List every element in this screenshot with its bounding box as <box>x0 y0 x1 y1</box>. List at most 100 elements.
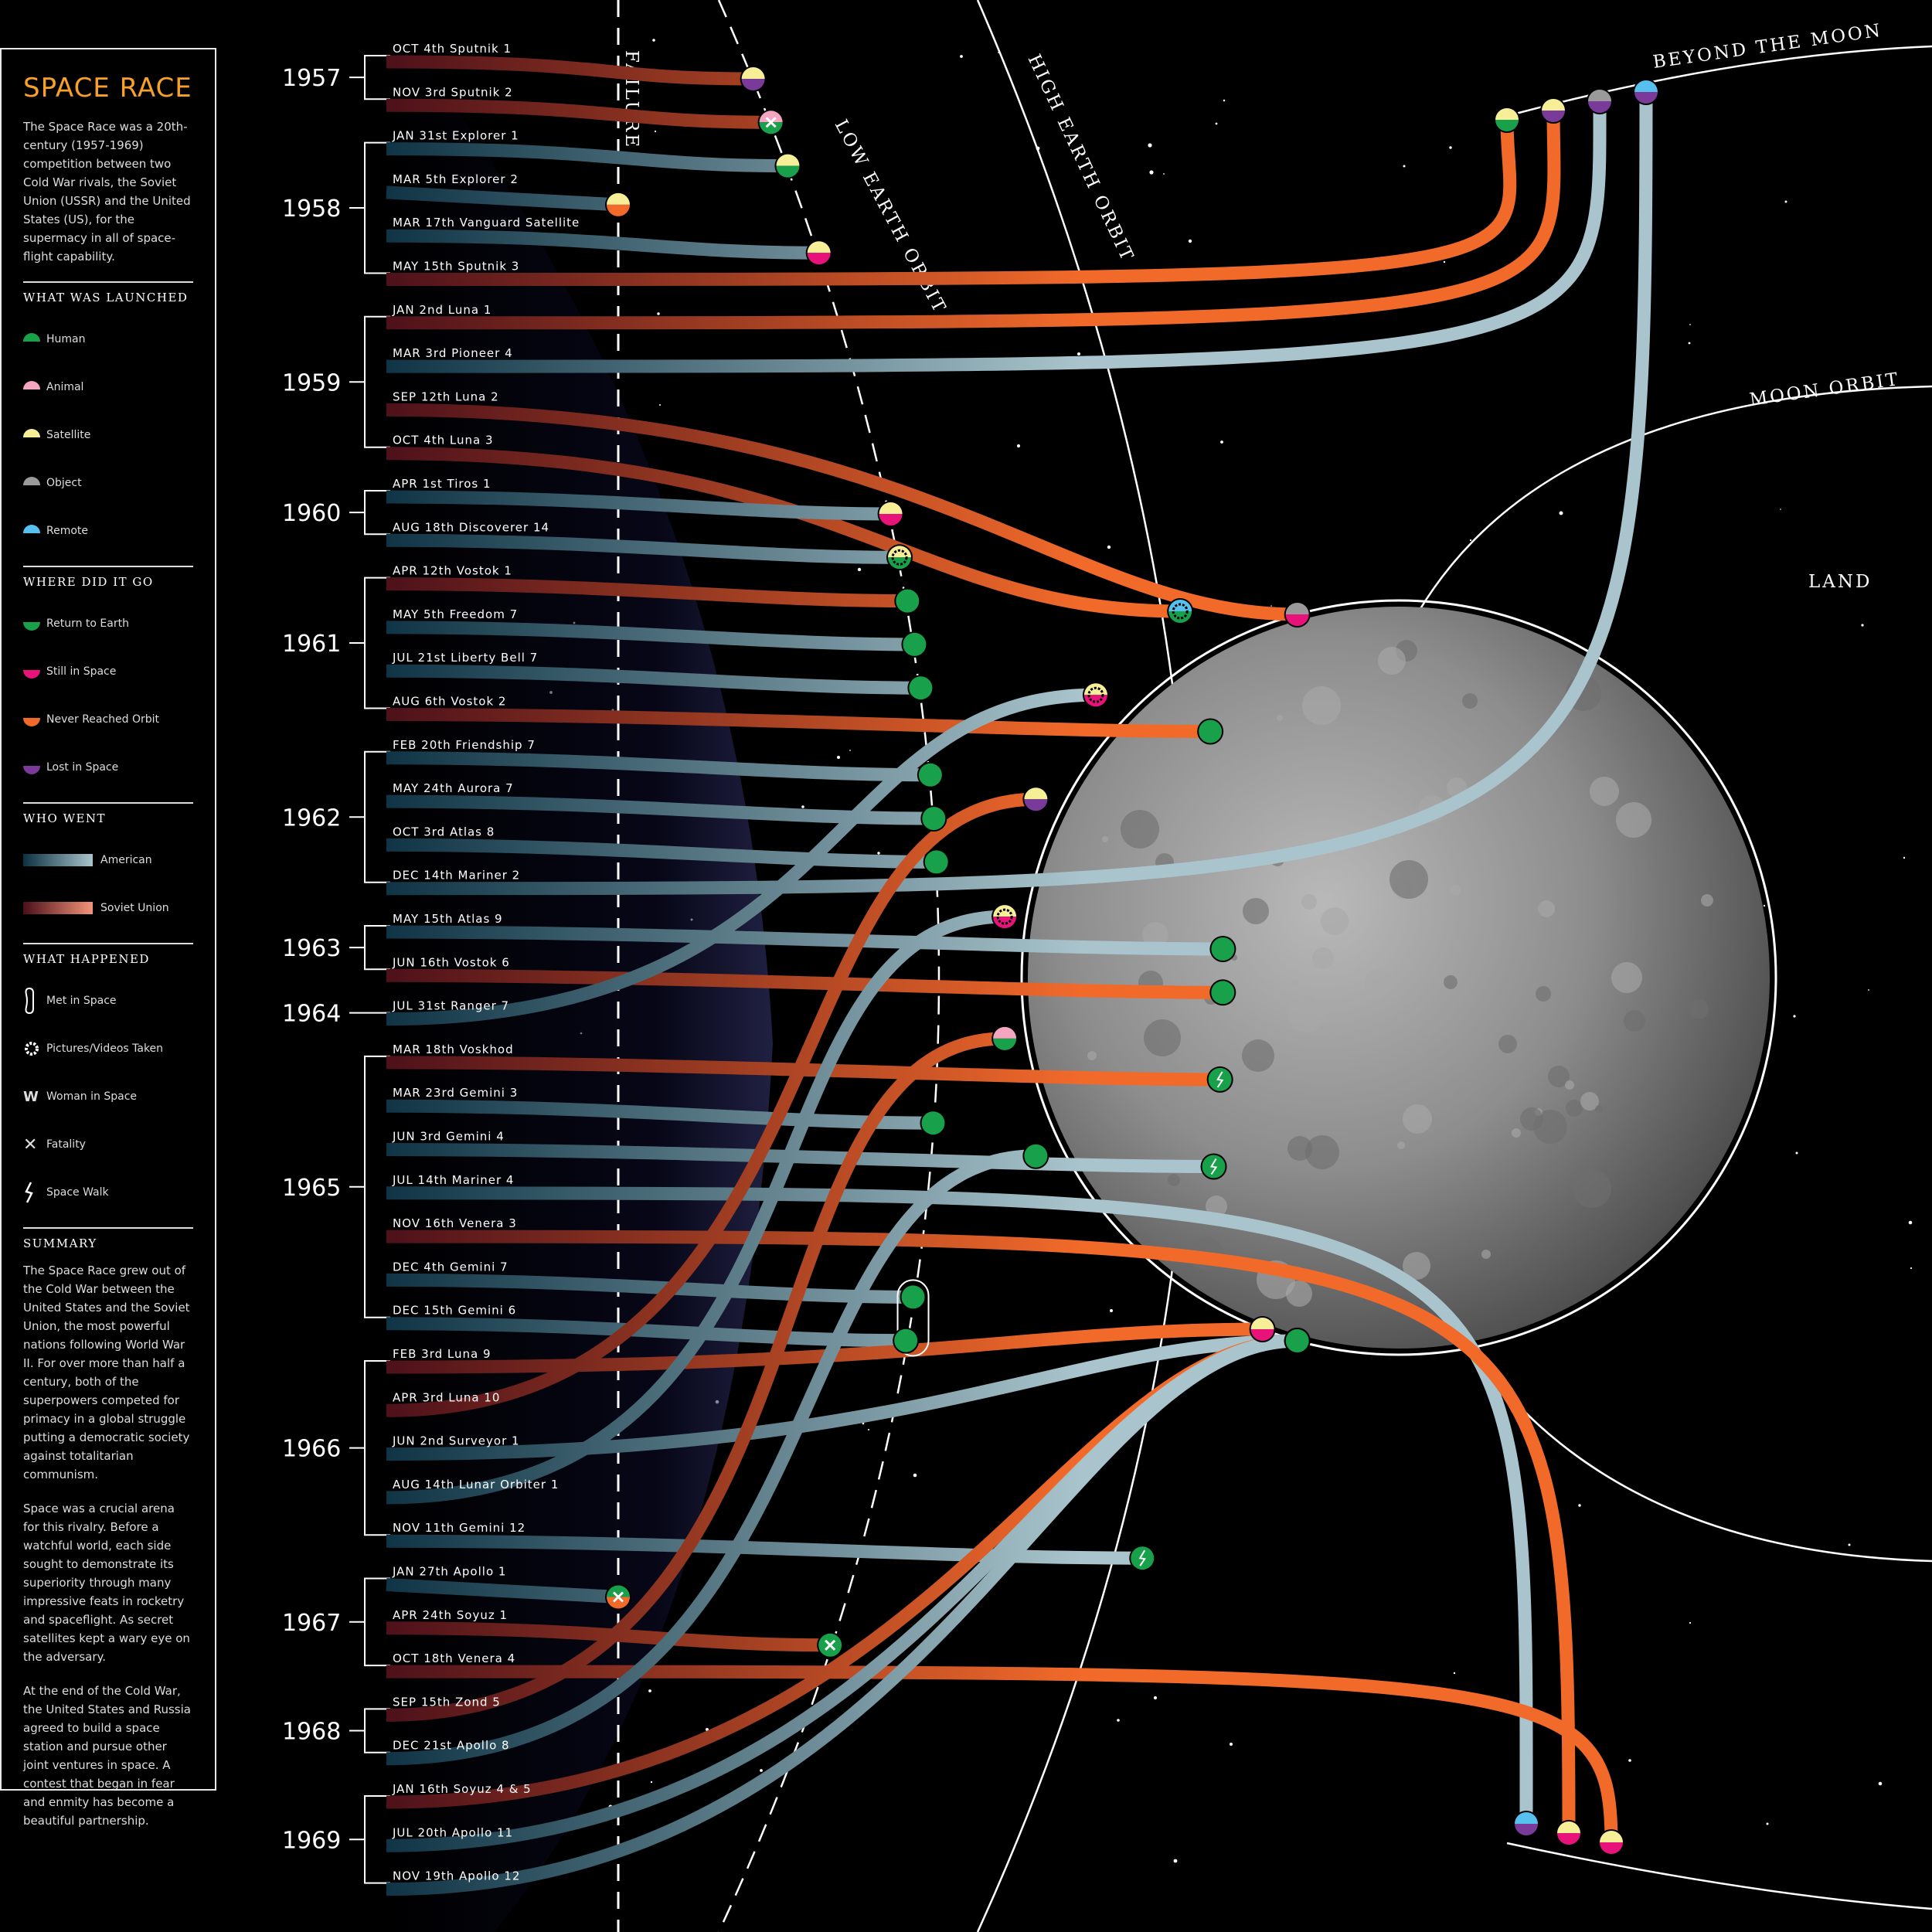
star <box>1215 122 1218 125</box>
star <box>1689 324 1691 325</box>
star <box>1403 165 1406 168</box>
crater <box>1121 810 1159 849</box>
land-label: LAND <box>1808 572 1872 592</box>
mission-label: NOV 11th Gemini 12 <box>393 1521 526 1535</box>
mission-label: JAN 31st Explorer 1 <box>392 129 519 143</box>
mission-marker <box>1209 936 1236 962</box>
mission-path <box>386 1230 1576 1834</box>
star <box>1230 1743 1233 1746</box>
crater <box>1450 885 1461 896</box>
return-icon <box>23 621 40 631</box>
mission-marker <box>1249 1316 1276 1342</box>
crater <box>1689 999 1709 1019</box>
year-label: 1959 <box>282 369 341 396</box>
mission-marker <box>1022 786 1049 813</box>
crater <box>1321 907 1349 935</box>
crater <box>1102 836 1108 842</box>
mission-marker <box>920 1110 947 1137</box>
star <box>654 130 657 133</box>
section-heading-summary: SUMMARY <box>23 1236 97 1250</box>
mission-path <box>386 1143 1214 1173</box>
star <box>1163 173 1165 175</box>
mission-marker <box>1167 597 1194 624</box>
mission-marker <box>923 849 950 876</box>
mission-marker <box>817 1631 844 1658</box>
mission-path <box>386 1322 1263 1374</box>
mission-label: JUL 21st Liberty Bell 7 <box>392 651 538 665</box>
divider <box>23 802 193 804</box>
year-label: 1958 <box>282 196 341 223</box>
satellite-icon <box>23 428 40 437</box>
mission-label: DEC 15th Gemini 6 <box>393 1304 516 1318</box>
mission-path <box>386 792 1036 1417</box>
mission-paths <box>386 55 1653 1896</box>
crater <box>1701 894 1713 906</box>
mission-path <box>386 708 1211 738</box>
mission-label: AUG 14th Lunar Orbiter 1 <box>393 1478 559 1492</box>
legend-item-object: Object <box>23 459 193 507</box>
mission-path <box>386 577 908 608</box>
mission-label: AUG 6th Vostok 2 <box>393 695 506 709</box>
mission-marker <box>907 675 934 702</box>
mission-path <box>386 98 771 129</box>
mission-path <box>386 1149 1036 1766</box>
mission-label: APR 1st Tiros 1 <box>393 477 492 491</box>
year-label: 1960 <box>282 500 341 527</box>
spacewalk-icon <box>25 1182 33 1203</box>
legend-item-return: Return to Earth <box>23 600 193 648</box>
crater <box>1616 802 1651 838</box>
woman-icon: W <box>23 1088 39 1105</box>
failure-label: FAILURE <box>621 50 641 149</box>
legend-item-animal: Animal <box>23 363 193 411</box>
mission-label: NOV 19th Apollo 12 <box>393 1869 520 1883</box>
star <box>1780 509 1781 510</box>
crater <box>1242 1039 1274 1072</box>
mission-label: OCT 4th Sputnik 1 <box>393 42 512 56</box>
star <box>1077 352 1080 355</box>
crater <box>1498 1035 1517 1053</box>
mission-label: DEC 4th Gemini 7 <box>393 1260 509 1274</box>
beyond-moon-line-bottom <box>1506 1842 1932 1910</box>
star <box>1559 511 1563 515</box>
mission-label: SEP 12th Luna 2 <box>393 389 499 403</box>
mission-path <box>386 968 1223 999</box>
mission-label: JUN 3rd Gemini 4 <box>392 1130 505 1144</box>
mission-marker <box>1284 601 1311 628</box>
star <box>1110 1309 1113 1312</box>
mission-marker <box>1598 1829 1624 1855</box>
year-label: 1965 <box>282 1175 341 1202</box>
soviet-gradient-icon <box>23 902 93 914</box>
mission-path <box>386 142 788 173</box>
star <box>1469 539 1472 542</box>
mission-marker <box>605 191 631 218</box>
mission-label: MAY 15th Atlas 9 <box>393 912 503 926</box>
year-bracket <box>364 141 390 274</box>
mission-label: MAR 5th Explorer 2 <box>393 172 519 186</box>
mission-label: OCT 18th Venera 4 <box>393 1651 515 1665</box>
mission-path <box>386 119 1517 286</box>
year-label: 1962 <box>282 804 341 832</box>
star <box>913 1473 917 1478</box>
year-label: 1967 <box>282 1610 341 1637</box>
crater <box>1168 1174 1180 1186</box>
star <box>1763 904 1766 907</box>
mission-marker <box>917 761 944 788</box>
star <box>1173 1859 1178 1863</box>
mission-label: DEC 14th Mariner 2 <box>393 869 520 883</box>
star <box>1107 545 1111 549</box>
beyond-moon-label: BEYOND THE MOON <box>1651 21 1883 73</box>
mission-path <box>386 910 1005 1505</box>
sidebar-intro: The Space Race was a 20th-century (1957-… <box>23 120 191 264</box>
mission-path <box>386 403 1298 621</box>
mission-path <box>386 490 891 521</box>
mission-marker <box>992 903 1019 930</box>
crater <box>1444 975 1458 989</box>
mission-marker <box>901 631 928 658</box>
star <box>652 39 655 42</box>
year-axis: 1957195819591960196119621963196419651966… <box>282 55 390 1884</box>
star <box>1848 1543 1851 1546</box>
section-heading-happened: WHAT HAPPENED <box>23 952 150 966</box>
divider <box>23 943 193 944</box>
mission-marker <box>1209 979 1236 1006</box>
